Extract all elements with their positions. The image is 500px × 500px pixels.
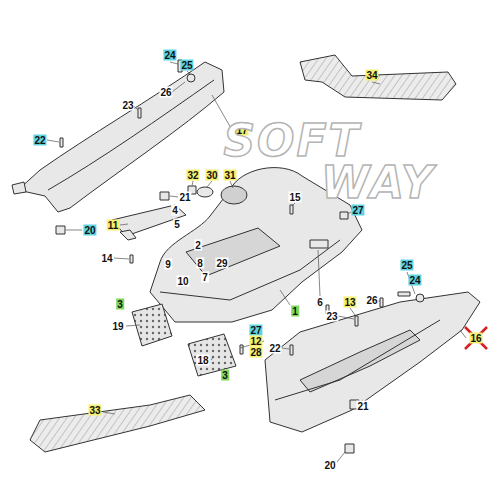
callout-number: 34 <box>365 70 378 81</box>
lid-hinge <box>120 230 136 240</box>
center-recess <box>186 228 280 276</box>
clip <box>340 212 348 219</box>
callout-number: 9 <box>164 259 172 270</box>
callout-number: 14 <box>100 253 113 264</box>
washer <box>187 74 195 82</box>
callout-number: 13 <box>343 297 356 308</box>
washer <box>416 294 424 302</box>
clip <box>56 226 65 234</box>
callout-number: 24 <box>163 50 176 61</box>
callout-number: 4 <box>171 205 179 216</box>
screw <box>130 255 133 263</box>
callout-number: 27 <box>351 205 364 216</box>
callout-number: 28 <box>249 347 262 358</box>
screw <box>290 345 293 355</box>
grip-strip <box>300 55 456 100</box>
callout-number: 23 <box>121 100 134 111</box>
side-panel <box>18 62 224 212</box>
callout-number: 23 <box>325 311 338 322</box>
callout-number: 31 <box>223 170 236 181</box>
clip <box>345 444 354 453</box>
callout-number: 19 <box>111 321 124 332</box>
callout-number: 26 <box>365 295 378 306</box>
screw <box>380 298 383 307</box>
grip-strip <box>30 395 205 452</box>
callout-number: 32 <box>186 170 199 181</box>
screw <box>398 292 410 296</box>
callout-number: 10 <box>176 276 189 287</box>
panel-slot <box>300 330 420 392</box>
clip <box>160 192 169 200</box>
callout-number: 12 <box>249 336 262 347</box>
marker-cross <box>465 327 487 349</box>
callout-number: 24 <box>408 275 421 286</box>
callout-number: 1 <box>291 306 299 317</box>
callout-number: 16 <box>469 333 482 344</box>
callout-number: 20 <box>323 460 336 471</box>
filler-cap <box>221 186 247 204</box>
screw <box>60 138 63 147</box>
callout-number: 22 <box>33 135 46 146</box>
foot-pedal <box>188 334 236 376</box>
cap-cover <box>197 187 213 197</box>
panel-tab <box>12 182 26 194</box>
callout-number: 21 <box>356 401 369 412</box>
callout-number: 3 <box>116 299 124 310</box>
panel-edge <box>48 80 214 190</box>
screw <box>290 205 293 214</box>
callout-number: 22 <box>268 343 281 354</box>
callout-number: 33 <box>88 405 101 416</box>
callout-number: 29 <box>215 258 228 269</box>
callout-number: 11 <box>107 220 120 231</box>
callout-number: 7 <box>201 272 209 283</box>
leader-line <box>47 62 466 462</box>
callout-number: 20 <box>83 225 96 236</box>
callout-number: 30 <box>205 170 218 181</box>
screw <box>138 108 141 118</box>
callout-number: 26 <box>159 87 172 98</box>
callout-number: 6 <box>316 297 324 308</box>
watermark: WAY <box>321 157 435 208</box>
callout-number: 8 <box>196 258 204 269</box>
callout-number: 3 <box>221 370 229 381</box>
callout-number: 27 <box>249 325 262 336</box>
callout-number: 5 <box>173 219 181 230</box>
callout-number: 2 <box>194 240 202 251</box>
panel-edge <box>275 320 440 400</box>
callout-number: 18 <box>196 355 209 366</box>
callout-number: 25 <box>400 260 413 271</box>
bracket <box>310 240 328 248</box>
callout-number: 25 <box>180 60 193 71</box>
callout-number: 15 <box>288 192 301 203</box>
screw <box>240 345 243 354</box>
callout-number: 21 <box>178 192 191 203</box>
side-panel <box>265 292 480 432</box>
screw <box>355 316 358 326</box>
center-ridge <box>160 240 340 300</box>
